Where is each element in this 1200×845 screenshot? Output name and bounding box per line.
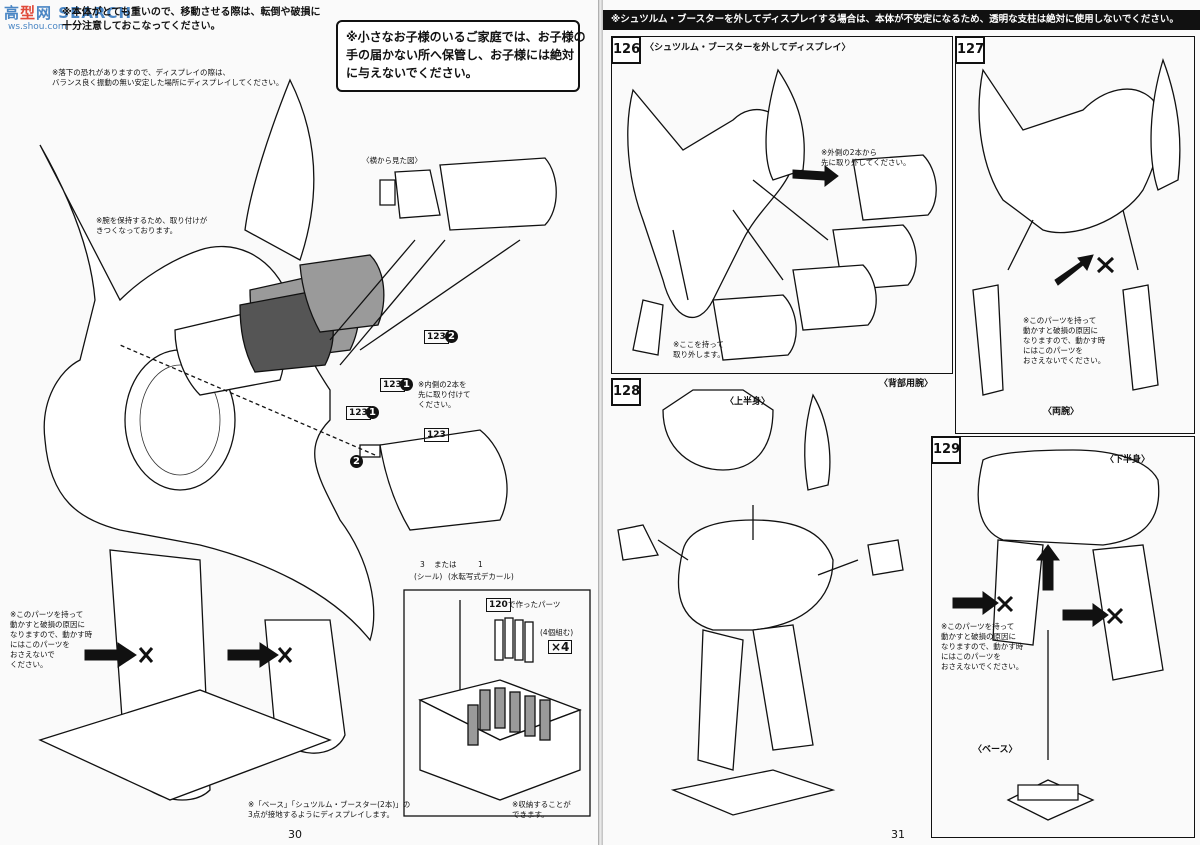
step-number-127: 127 xyxy=(955,36,985,64)
page-number-31: 31 xyxy=(891,828,905,841)
kit-illustration-right xyxy=(617,57,1181,821)
manual-page-31: ※シュツルム・ブースターを外してディスプレイする場合は、本体が不安定になるため、… xyxy=(603,0,1200,845)
child-warning-box: ※小さなお子様のいるご家庭では、お子様の 手の届かない所へ保管し、お子様には絶対… xyxy=(336,20,586,92)
sticker-or: または xyxy=(434,560,457,569)
side-view-label: 〈横から見た図〉 xyxy=(362,156,422,165)
ref-123-d: 123 xyxy=(424,428,449,442)
panel-step-127 xyxy=(955,36,1195,434)
outer-first-note: ※外側の2本から 先に取り外してください。 xyxy=(821,148,911,167)
book-spine xyxy=(598,0,603,845)
pieces-note: (4個組む) xyxy=(540,628,574,637)
decal-number: 1 xyxy=(478,560,483,569)
dont-hold-note-129: ※このパーツを持って 動かすと破損の原因に なりますので、動かす時 にはこのパー… xyxy=(941,622,1024,671)
storage-note: ※収納することが できます。 xyxy=(512,800,571,819)
panel-step-126 xyxy=(611,36,953,374)
kit-illustration-left xyxy=(38,78,591,817)
note-tight-fit: ※腕を保持するため、取り付けが きつくなっております。 xyxy=(96,216,208,235)
decal-label: (水転写式デカール) xyxy=(448,572,514,581)
back-arms-label: 〈背部用腕〉 xyxy=(879,379,934,389)
upper-body-label: 〈上半身〉 xyxy=(725,397,771,407)
booster-cluster xyxy=(467,687,551,746)
page-number-30: 30 xyxy=(288,828,302,841)
step-number-126: 126 xyxy=(611,36,641,64)
sticker-label: (シール) xyxy=(414,572,443,581)
display-note: ※「ベース」「シュツルム・ブースター(2本)」の 3点が接地するようにディスプレ… xyxy=(248,800,411,819)
base-label: 〈ベース〉 xyxy=(973,745,1018,755)
step-badge-2b: 2 xyxy=(350,455,363,468)
built-parts-icon xyxy=(494,617,534,663)
warning-heavy-text: ※本体がとても重いので、移動させる際は、転倒や破損に 十分注意しておこなってくだ… xyxy=(62,7,321,32)
step-badge-1a: 1 xyxy=(400,378,413,391)
note-inner-first: ※内側の2本を 先に取り付けて ください。 xyxy=(418,380,471,409)
step-badge-1b: 1 xyxy=(366,406,379,419)
dont-hold-note-left: ※このパーツを持って 動かすと破損の原因に なりますので、動かす時 にはこのパー… xyxy=(10,610,93,669)
both-arms-label: 〈両腕〉 xyxy=(1043,407,1080,417)
manual-page-30: 高型网 SEARCH ws.shou.com ※本体がとても重いので、移動させる… xyxy=(0,0,598,845)
multiplier: ×4 xyxy=(548,640,573,654)
watermark-url: ws.shou.com xyxy=(8,22,67,32)
step-badge-2a: 2 xyxy=(445,330,458,343)
built-ref: 120 xyxy=(486,598,511,612)
hold-here-note: ※ここを持って 取り外します。 xyxy=(673,340,725,359)
step-number-129: 129 xyxy=(931,436,961,464)
panel-step-129 xyxy=(931,436,1195,838)
stand-warning-banner: ※シュツルム・ブースターを外してディスプレイする場合は、本体が不安定になるため、… xyxy=(603,10,1200,30)
step-number-128: 128 xyxy=(611,378,641,406)
warning-fall-text: ※落下の恐れがありますので、ディスプレイの際は、 バランス良く振動の無い安定した… xyxy=(52,68,284,87)
child-warning-text: ※小さなお子様のいるご家庭では、お子様の 手の届かない所へ保管し、お子様には絶対… xyxy=(346,30,586,80)
step-126-title: 〈シュツルム・ブースターを外してディスプレイ〉 xyxy=(645,43,851,53)
watermark-logo: 高型网 SEARCH xyxy=(4,4,133,22)
lower-body-label: 〈下半身〉 xyxy=(1105,455,1151,465)
built-parts-label: で作ったパーツ xyxy=(508,600,561,609)
dont-hold-note-127: ※このパーツを持って 動かすと破損の原因に なりますので、動かす時 にはこのパー… xyxy=(1023,316,1106,365)
sticker-number: 3 xyxy=(420,560,425,569)
